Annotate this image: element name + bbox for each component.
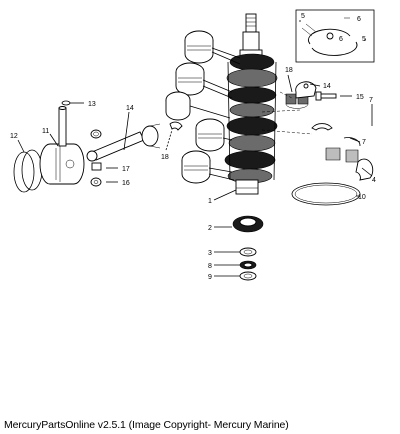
- callout-labels: 13 14 11 12 17 16 18 18 14 15 7 7 4 10 5…: [10, 13, 376, 281]
- callout-13: 13: [88, 101, 96, 108]
- leader-lines: [17, 20, 373, 277]
- callout-5-top: 5: [301, 13, 305, 20]
- washer-3: [239, 247, 257, 257]
- callout-6-top: 6: [357, 16, 361, 23]
- exploded-parts-diagram: 13 14 11 12 17 16 18 18 14 15 7 7 4 10 5…: [10, 9, 376, 281]
- bearing-kit-inset: [295, 9, 375, 63]
- callout-18-left: 18: [161, 154, 169, 161]
- seal-ring-right: [291, 182, 361, 206]
- callout-15: 15: [356, 94, 364, 101]
- callout-17: 17: [122, 166, 130, 173]
- callout-3: 3: [208, 250, 212, 257]
- callout-14-left: 14: [126, 105, 134, 112]
- callout-12: 12: [10, 133, 18, 140]
- callout-8: 8: [208, 263, 212, 270]
- connecting-rod: [86, 123, 161, 162]
- thrust-washer-left: [90, 177, 102, 187]
- rod-bolt: [315, 91, 337, 101]
- rod-needle-bearing: [91, 162, 102, 171]
- callout-9: 9: [208, 274, 212, 281]
- piston-assemblies: [165, 30, 241, 184]
- washer-8: [239, 260, 257, 270]
- rod-cap-right: [295, 81, 317, 99]
- washer-9: [239, 271, 257, 281]
- main-bearing-set: [311, 123, 374, 181]
- rod-cap-left: [169, 121, 183, 131]
- callout-4: 4: [372, 177, 376, 184]
- callout-10: 10: [358, 194, 366, 201]
- callout-6-mid: 6: [339, 36, 343, 43]
- piston-pin: [58, 106, 67, 147]
- callout-16: 16: [122, 180, 130, 187]
- piston: [39, 143, 85, 185]
- callout-5-mid: 5: [362, 36, 366, 43]
- callout-14-right: 14: [323, 83, 331, 90]
- callout-18-right: 18: [285, 67, 293, 74]
- retaining-ring: [61, 100, 71, 106]
- callout-1: 1: [208, 198, 212, 205]
- copyright-caption: MercuryPartsOnline v2.5.1 (Image Copyrig…: [4, 419, 289, 431]
- callout-7-lower: 7: [362, 139, 366, 146]
- piston-rings: [13, 149, 43, 193]
- callout-11: 11: [42, 128, 49, 135]
- callout-7-top: 7: [369, 97, 373, 104]
- crankshaft: [224, 13, 278, 195]
- bearing-small: [90, 129, 102, 139]
- ball-bearing: [232, 215, 264, 233]
- callout-2: 2: [208, 225, 212, 232]
